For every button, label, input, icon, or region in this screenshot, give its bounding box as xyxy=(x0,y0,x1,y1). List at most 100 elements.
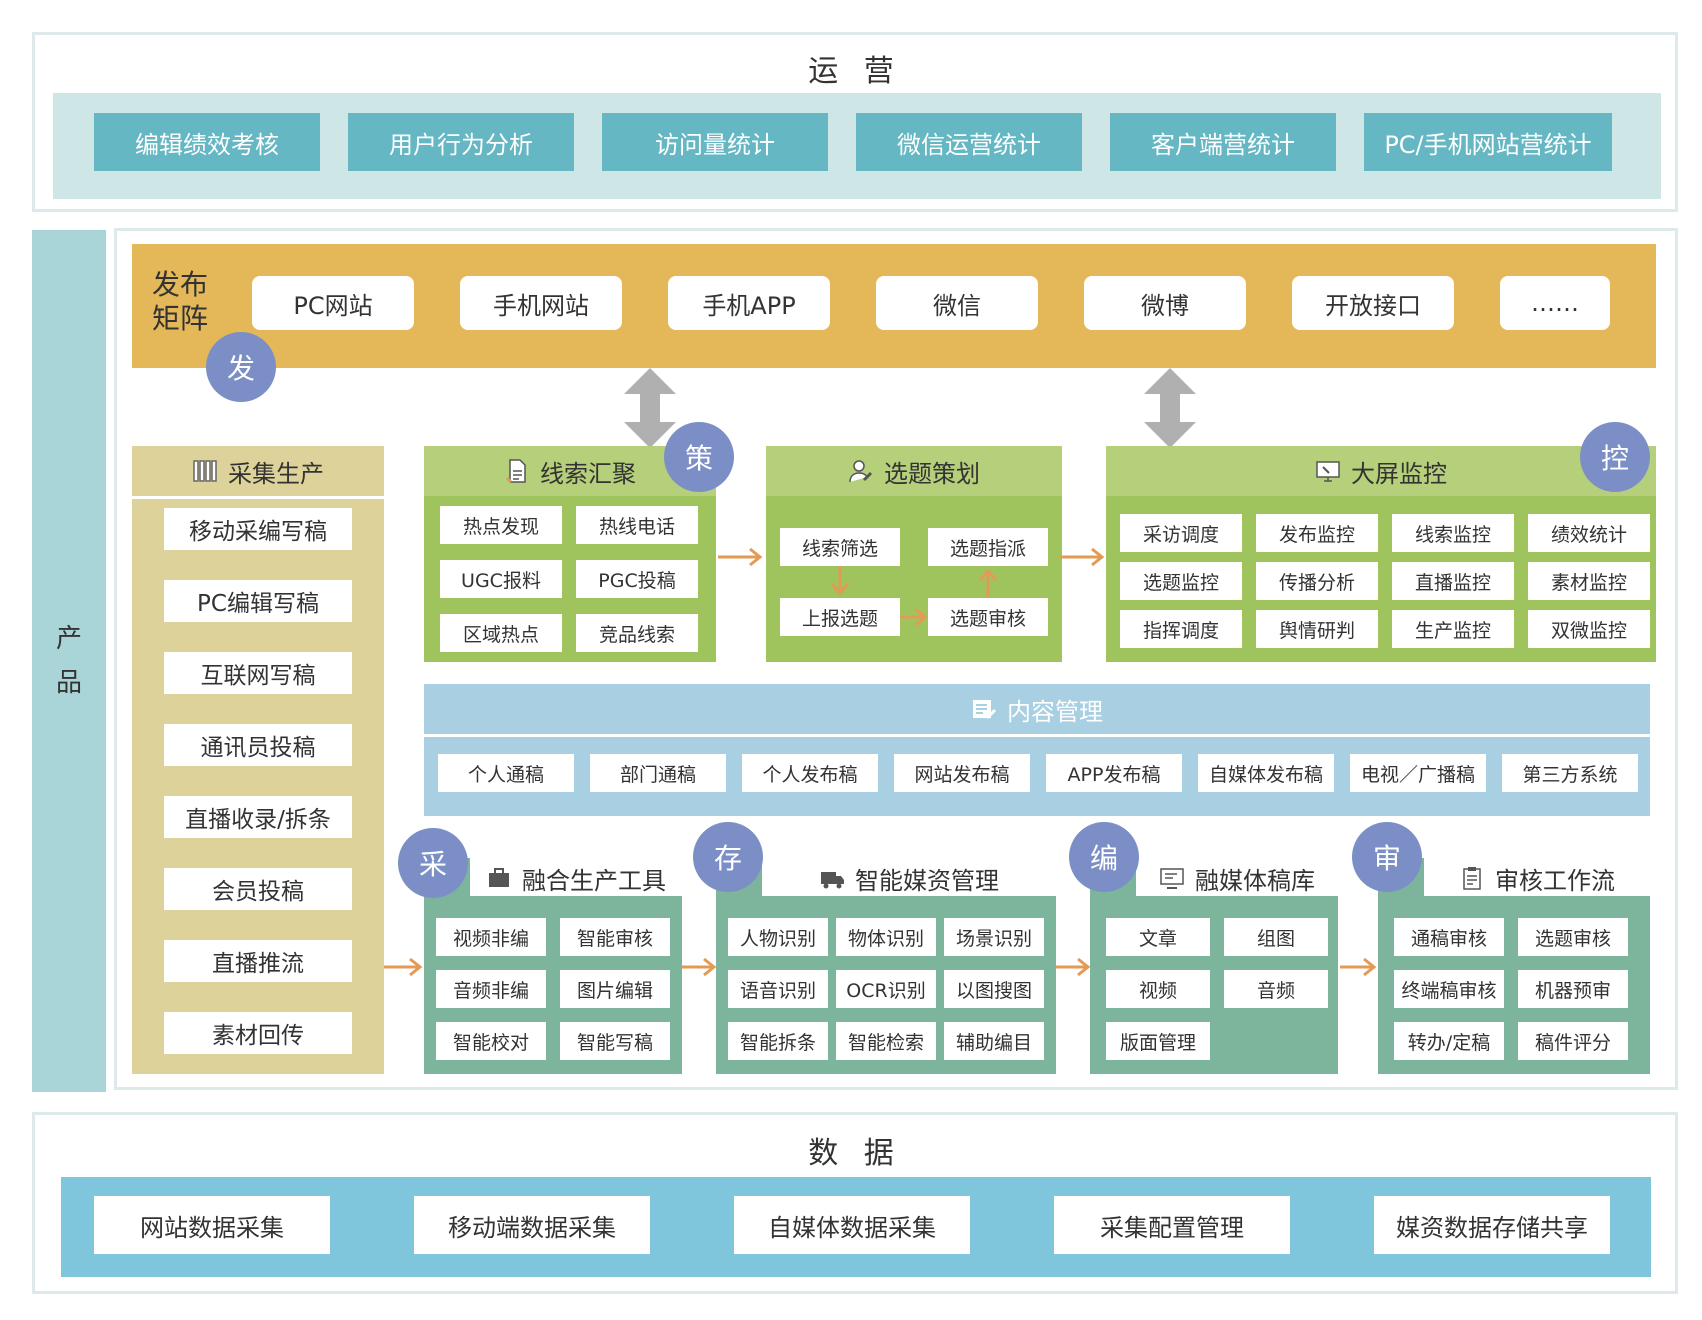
screen-item: 舆情研判 xyxy=(1256,610,1378,648)
screen-item: 发布监控 xyxy=(1256,514,1378,552)
media-header: 智能媒资管理 xyxy=(762,858,1056,898)
arrow-collect-to-tools xyxy=(384,957,423,977)
books-icon xyxy=(193,460,217,482)
clue-item: PGC投稿 xyxy=(576,560,698,598)
ops-item: 编辑绩效考核 xyxy=(94,113,320,171)
media-item: 物体识别 xyxy=(836,918,936,956)
monitor-icon xyxy=(1316,461,1340,482)
media-item: 智能拆条 xyxy=(728,1022,828,1060)
review-item: 转办/定稿 xyxy=(1394,1022,1504,1060)
topic-title: 选题策划 xyxy=(884,459,980,488)
data-item: 采集配置管理 xyxy=(1054,1196,1290,1254)
collect-item: 直播收录/拆条 xyxy=(164,796,352,838)
data-title: 数 据 xyxy=(808,1136,902,1171)
collect-item: 会员投稿 xyxy=(164,868,352,910)
topic-header: 选题策划 xyxy=(766,446,1062,496)
screen-title: 大屏监控 xyxy=(1351,459,1447,488)
ops-item: 访问量统计 xyxy=(602,113,828,171)
topic-arrow-down xyxy=(830,566,850,596)
screen-header: 大屏监控 xyxy=(1106,446,1656,496)
tool-item: 智能写稿 xyxy=(560,1022,670,1060)
user-edit-icon xyxy=(849,460,873,483)
screen-item: 直播监控 xyxy=(1392,562,1514,600)
collect-header: 采集生产 xyxy=(132,446,384,496)
publish-item: 手机APP xyxy=(668,276,830,330)
review-item: 终端稿审核 xyxy=(1394,970,1504,1008)
tools-header: 融合生产工具 xyxy=(470,858,682,898)
ops-item: 用户行为分析 xyxy=(348,113,574,171)
media-item: 以图搜图 xyxy=(944,970,1044,1008)
library-item: 组图 xyxy=(1224,918,1328,956)
publish-item: 开放接口 xyxy=(1292,276,1454,330)
screen-item: 传播分析 xyxy=(1256,562,1378,600)
clipboard-icon xyxy=(1463,867,1481,890)
content-title: 内容管理 xyxy=(1007,697,1103,726)
content-item: APP发布稿 xyxy=(1046,754,1182,792)
media-item: 场景识别 xyxy=(944,918,1044,956)
media-item: 智能检索 xyxy=(836,1022,936,1060)
screen-icon xyxy=(1160,868,1184,889)
library-header-bar xyxy=(1090,896,1338,900)
arrow-tools-to-media xyxy=(682,957,717,977)
content-item: 电视／广播稿 xyxy=(1350,754,1486,792)
media-item: 辅助编目 xyxy=(944,1022,1044,1060)
media-item: OCR识别 xyxy=(836,970,936,1008)
library-item: 版面管理 xyxy=(1106,1022,1210,1060)
product-side-label: 产 品 xyxy=(32,230,106,1092)
screen-badge: 控 xyxy=(1580,422,1650,492)
arrow-clues-to-topic xyxy=(718,547,763,567)
media-title: 智能媒资管理 xyxy=(855,866,999,895)
double-arrow-right xyxy=(1144,368,1196,448)
ops-item: 客户端营统计 xyxy=(1110,113,1336,171)
document-icon xyxy=(505,459,526,484)
screen-item: 生产监控 xyxy=(1392,610,1514,648)
review-title: 审核工作流 xyxy=(1495,866,1615,895)
publish-item: …… xyxy=(1500,276,1610,330)
clue-item: 热线电话 xyxy=(576,506,698,544)
content-item: 个人通稿 xyxy=(438,754,574,792)
screen-item: 绩效统计 xyxy=(1528,514,1650,552)
screen-item: 双微监控 xyxy=(1528,610,1650,648)
tool-item: 视频非编 xyxy=(436,918,546,956)
review-item: 稿件评分 xyxy=(1518,1022,1628,1060)
content-item: 自媒体发布稿 xyxy=(1198,754,1334,792)
clue-item: 区域热点 xyxy=(440,614,562,652)
media-header-bar xyxy=(716,896,1056,900)
review-badge: 审 xyxy=(1352,822,1422,892)
collect-title: 采集生产 xyxy=(228,459,324,488)
double-arrow-left xyxy=(624,368,676,448)
publish-label: 发布 矩阵 xyxy=(152,268,209,335)
data-item: 移动端数据采集 xyxy=(414,1196,650,1254)
library-title: 融媒体稿库 xyxy=(1195,866,1315,895)
collect-item: PC编辑写稿 xyxy=(164,580,352,622)
collect-divider xyxy=(132,496,384,499)
operations-title: 运 营 xyxy=(808,54,902,89)
data-item: 媒资数据存储共享 xyxy=(1374,1196,1610,1254)
review-header-bar xyxy=(1378,896,1650,900)
tool-item: 智能审核 xyxy=(560,918,670,956)
publish-item: PC网站 xyxy=(252,276,414,330)
media-item: 语音识别 xyxy=(728,970,828,1008)
publish-badge: 发 xyxy=(206,332,276,402)
arrow-media-to-library xyxy=(1056,957,1091,977)
product-section xyxy=(114,228,1678,1090)
collect-item: 移动采编写稿 xyxy=(164,508,352,550)
collect-item: 素材回传 xyxy=(164,1012,352,1054)
publish-item: 手机网站 xyxy=(460,276,622,330)
data-item: 自媒体数据采集 xyxy=(734,1196,970,1254)
tools-title: 融合生产工具 xyxy=(522,866,666,895)
content-item: 网站发布稿 xyxy=(894,754,1030,792)
media-item: 人物识别 xyxy=(728,918,828,956)
content-item: 第三方系统 xyxy=(1502,754,1638,792)
publish-item: 微博 xyxy=(1084,276,1246,330)
review-item: 通稿审核 xyxy=(1394,918,1504,956)
topic-item-assign: 选题指派 xyxy=(928,528,1048,566)
library-badge: 编 xyxy=(1069,822,1139,892)
topic-item-filter: 线索筛选 xyxy=(780,528,900,566)
content-header: 内容管理 xyxy=(424,684,1650,734)
clue-item: 热点发现 xyxy=(440,506,562,544)
content-item: 个人发布稿 xyxy=(742,754,878,792)
edit-list-icon xyxy=(973,700,997,720)
topic-arrow-up xyxy=(978,568,998,598)
review-header: 审核工作流 xyxy=(1424,858,1650,898)
